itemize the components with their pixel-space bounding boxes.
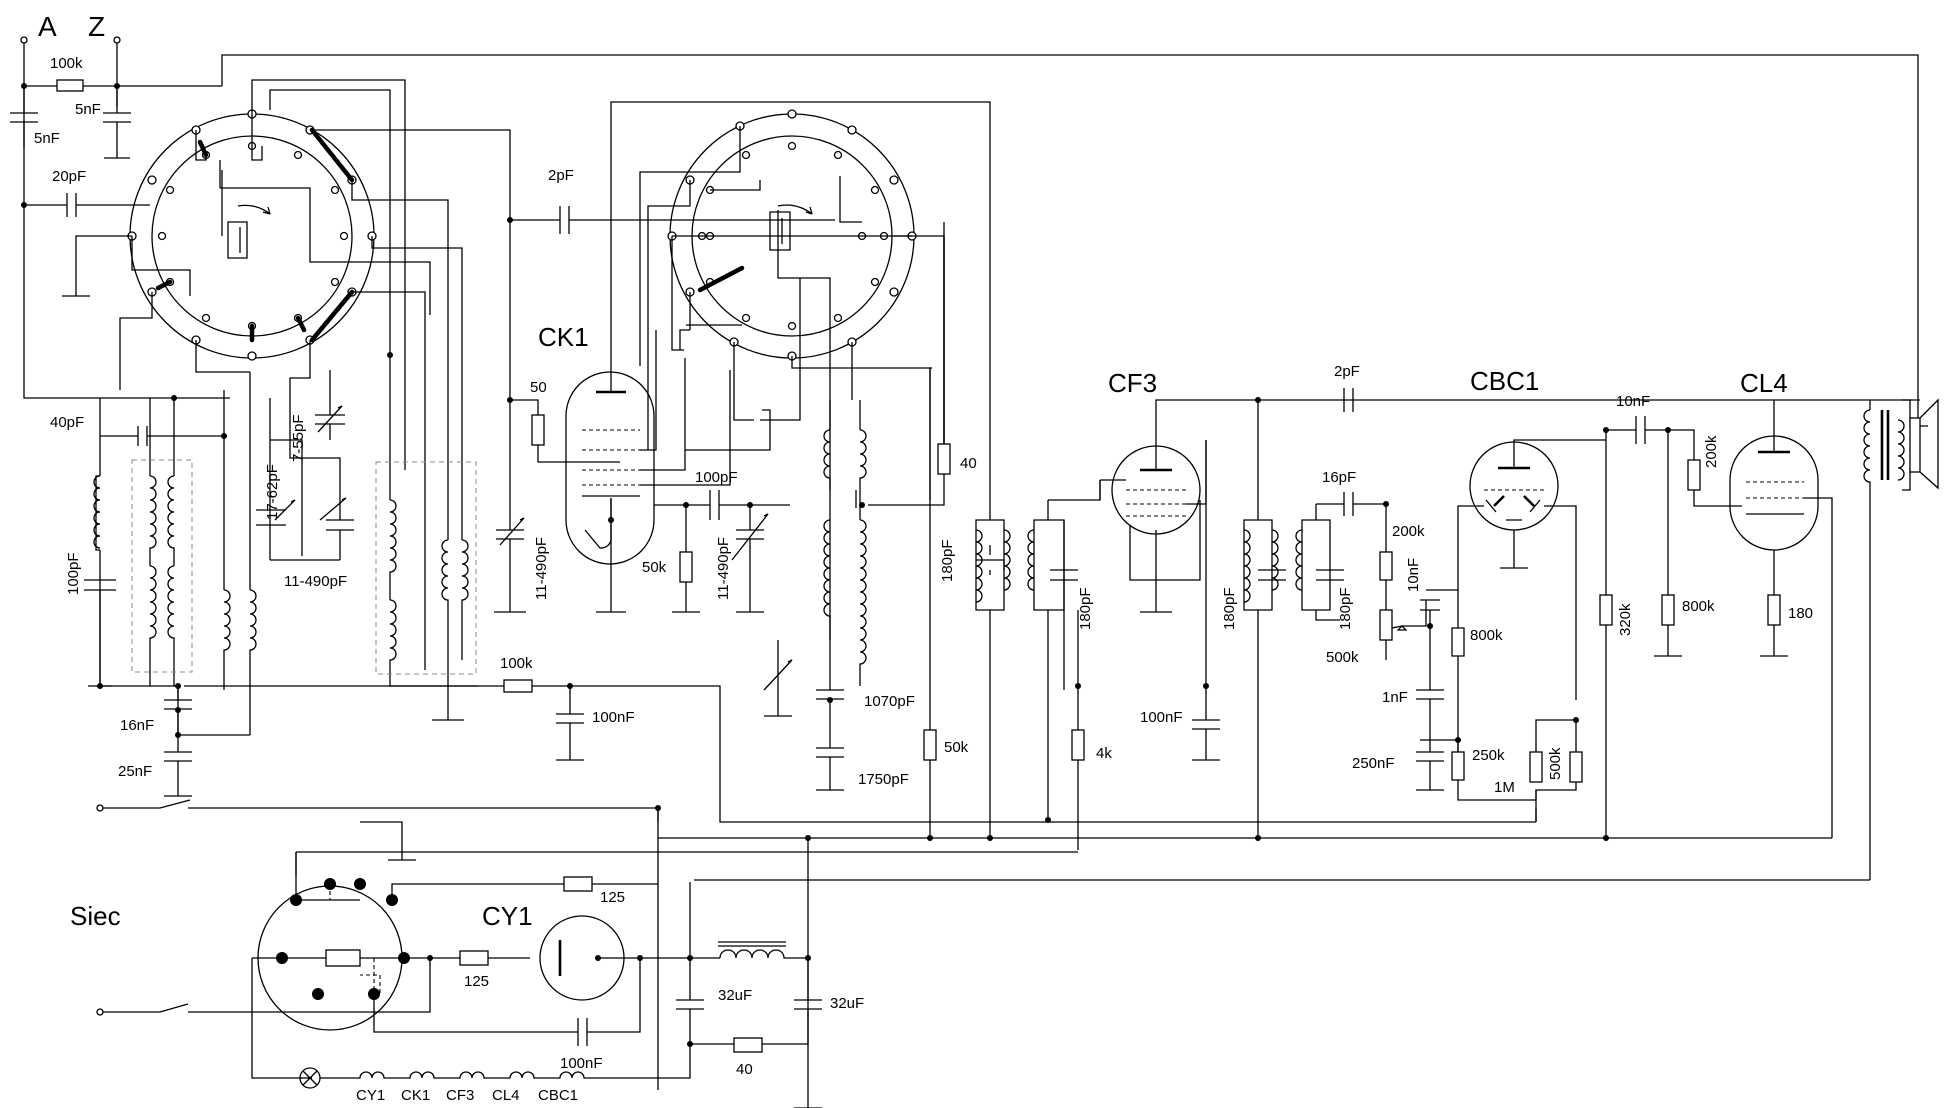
if-transformer-1 bbox=[975, 480, 1101, 850]
r-50k-b-label: 50k bbox=[944, 739, 969, 756]
c-100nf-ps-label: 100nF bbox=[560, 1055, 603, 1072]
c-100pf-left-label: 100pF bbox=[65, 552, 82, 595]
c-1070pf-label: 1070pF bbox=[864, 693, 915, 710]
ground-terminal-label: Z bbox=[88, 11, 105, 42]
c-25nf-label: 25nF bbox=[118, 763, 152, 780]
detector-network bbox=[1379, 516, 1465, 780]
tube-cbc1-label: CBC1 bbox=[1470, 366, 1539, 396]
r-320k-label: 320k bbox=[1617, 603, 1634, 636]
c-40pf-label: 40pF bbox=[50, 414, 84, 431]
speaker bbox=[1863, 398, 1939, 880]
r-4k-label: 4k bbox=[1096, 745, 1112, 762]
filament-ck1: CK1 bbox=[401, 1087, 430, 1104]
tube-ck1-label: CK1 bbox=[538, 322, 589, 352]
osc-coils bbox=[763, 400, 867, 791]
r-200k-det-label: 200k bbox=[1392, 523, 1425, 540]
power-supply bbox=[96, 821, 822, 1108]
c-100pf-osc-label: 100pF bbox=[695, 469, 738, 486]
filament-cl4: CL4 bbox=[492, 1087, 520, 1104]
r-500k-grid-label: 500k bbox=[1547, 747, 1564, 780]
r-125-b-label: 125 bbox=[464, 973, 489, 990]
r-800k-det-label: 800k bbox=[1470, 627, 1503, 644]
c-2pf-top-label: 2pF bbox=[548, 167, 574, 184]
c-250nf-label: 250nF bbox=[1352, 755, 1395, 772]
tube-ck1 bbox=[565, 101, 991, 613]
c-ant-5nf-left-label: 5nF bbox=[34, 130, 60, 147]
c-11-490pf-c-label: 11-490pF bbox=[715, 537, 732, 600]
c-180pf-a-label: 180pF bbox=[939, 539, 956, 582]
c-ant-5nf-right-label: 5nF bbox=[75, 101, 101, 118]
c-10nf-det-label: 10nF bbox=[1405, 558, 1422, 592]
r-ant-100k-label: 100k bbox=[50, 55, 83, 72]
r-180-label: 180 bbox=[1788, 605, 1813, 622]
tube-cy1-label: CY1 bbox=[482, 901, 533, 931]
r-500k-pot-label: 500k bbox=[1326, 649, 1359, 666]
c-16pf-label: 16pF bbox=[1322, 469, 1356, 486]
c-20pf-label: 20pF bbox=[52, 168, 86, 185]
c-17-62pf-label: 17-62pF bbox=[264, 464, 281, 520]
rf-coils bbox=[375, 315, 478, 721]
c-16nf-label: 16nF bbox=[120, 717, 154, 734]
filament-cbc1: CBC1 bbox=[538, 1087, 578, 1104]
tube-cf3 bbox=[1099, 399, 1920, 761]
filament-cf3: CF3 bbox=[446, 1087, 474, 1104]
c-7-55pf-label: 7-55pF bbox=[290, 414, 307, 462]
c-10nf-coupling-label: 10nF bbox=[1616, 393, 1650, 410]
r-125-a-label: 125 bbox=[600, 889, 625, 906]
c-2pf-if-label: 2pF bbox=[1334, 363, 1360, 380]
c-180pf-d-label: 180pF bbox=[1337, 587, 1354, 630]
antenna-terminal-label: A bbox=[38, 11, 57, 42]
c-100nf-if-label: 100nF bbox=[1140, 709, 1183, 726]
c-32uf-b-label: 32uF bbox=[830, 995, 864, 1012]
if-transformer-2 bbox=[1243, 397, 1389, 838]
c-32uf-a-label: 32uF bbox=[718, 987, 752, 1004]
c-1750pf-label: 1750pF bbox=[858, 771, 909, 788]
r-800k-out-label: 800k bbox=[1682, 598, 1715, 615]
r-250k-label: 250k bbox=[1472, 747, 1505, 764]
r-40-osc-label: 40 bbox=[960, 455, 977, 472]
mains-label: Siec bbox=[70, 901, 121, 931]
r-200k-out-label: 200k bbox=[1703, 435, 1720, 468]
r-50k-cathode-label: 50k bbox=[642, 559, 667, 576]
feedback-wire bbox=[221, 54, 1928, 427]
tube-cl4-label: CL4 bbox=[1740, 368, 1788, 398]
c-1nf-label: 1nF bbox=[1382, 689, 1408, 706]
c-180pf-b-label: 180pF bbox=[1077, 587, 1094, 630]
c-11-490pf-b-label: 11-490pF bbox=[533, 537, 550, 600]
tube-cbc1 bbox=[1457, 439, 1606, 700]
r-100k-agc-label: 100k bbox=[500, 655, 533, 672]
filament-cy1: CY1 bbox=[356, 1087, 385, 1104]
c-180pf-c-label: 180pF bbox=[1221, 587, 1238, 630]
r-50-label: 50 bbox=[530, 379, 547, 396]
waveband-switch-right bbox=[639, 109, 945, 640]
tube-cf3-label: CF3 bbox=[1108, 368, 1157, 398]
r-1m-label: 1M bbox=[1494, 779, 1515, 796]
input-coils bbox=[84, 372, 354, 797]
tube-cl4 bbox=[1729, 400, 1833, 838]
c-11-490pf-a-label: 11-490pF bbox=[284, 573, 347, 590]
antenna-input bbox=[10, 36, 230, 399]
r-40-ps-label: 40 bbox=[736, 1061, 753, 1078]
c-100nf-agc-label: 100nF bbox=[592, 709, 635, 726]
